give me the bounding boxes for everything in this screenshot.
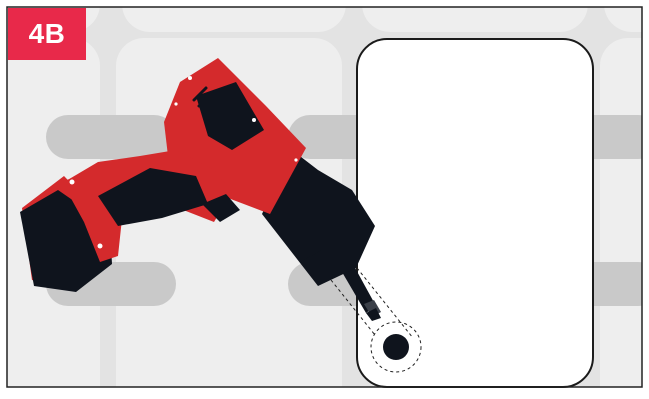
step-badge: 4B [8, 8, 86, 60]
screw-hole-icon [383, 334, 409, 360]
panel [362, 0, 588, 32]
panel [122, 0, 346, 32]
rail [46, 115, 176, 159]
